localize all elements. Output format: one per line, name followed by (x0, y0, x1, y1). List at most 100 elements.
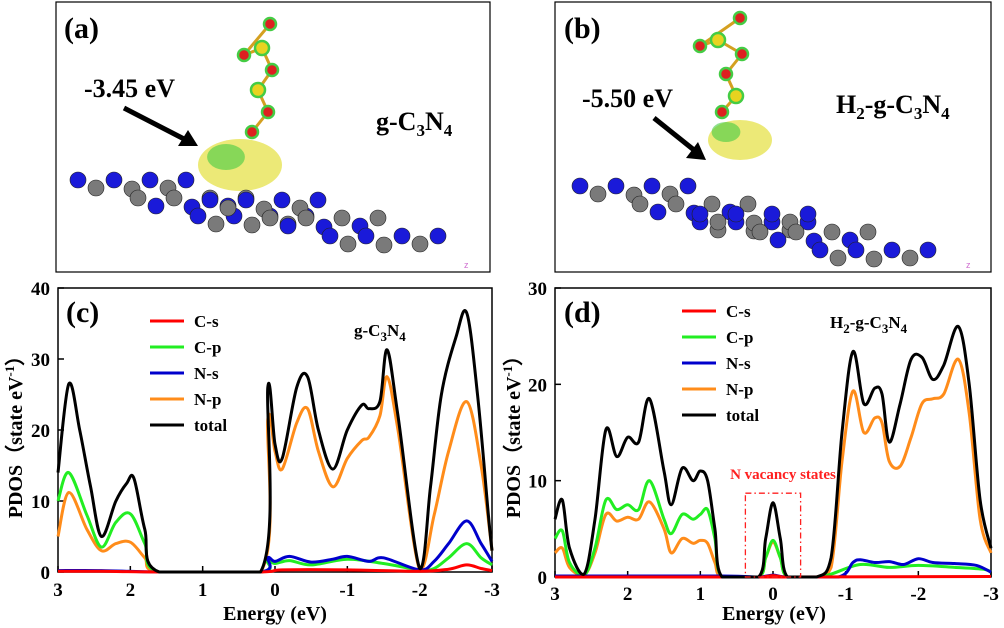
panel-b-formula: H2-g-C3N4 (836, 90, 950, 123)
nitrogen-atom (309, 191, 327, 209)
carbon-atom (339, 235, 357, 253)
carbon-atom (865, 250, 883, 268)
vacancy-box (744, 492, 802, 578)
x-tick-label: 1 (696, 584, 706, 605)
oxygen-atom (734, 46, 750, 62)
panel-a-arrow (122, 105, 198, 146)
nitrogen-atom (847, 241, 865, 259)
panel-b-label: (b) (564, 12, 601, 45)
nitrogen-atom (279, 217, 297, 235)
series-d (553, 324, 993, 579)
panel-c-label: (c) (66, 296, 99, 329)
panel-c-chart: (c) g-C3N4 Energy (eV) PDOS（state eV-1） … (2, 279, 500, 625)
carbon-atom (261, 209, 279, 227)
nitrogen-atom (571, 177, 589, 195)
y-tick-label: 40 (31, 279, 50, 300)
carbon-atom (411, 235, 429, 253)
carbon-atom (829, 249, 847, 267)
x-tick-label: -1 (339, 580, 355, 601)
isosurface-green (207, 144, 245, 170)
carbon-atom (219, 199, 237, 217)
legend-label: C-p (726, 328, 753, 347)
sulfur-atom (727, 87, 745, 105)
oxygen-atom (236, 47, 252, 63)
x-tick-label: 3 (550, 584, 560, 605)
carbon-atom (667, 195, 685, 213)
panel-b-arrow (652, 116, 706, 160)
legend-label: total (726, 406, 759, 425)
nitrogen-atom (177, 171, 195, 189)
oxygen-atom (260, 104, 276, 120)
carbon-atom (375, 236, 393, 254)
x-tick-label: -3 (484, 580, 500, 601)
carbon-atom (207, 215, 225, 233)
carbon-atom (243, 216, 261, 234)
x-tick-label: 3 (53, 580, 63, 601)
arrow-head (686, 142, 706, 160)
carbon-atom (129, 189, 147, 207)
carbon-atom (631, 195, 649, 213)
carbon-atom (823, 223, 841, 241)
x-tick-label: 1 (198, 580, 208, 601)
x-tick-label: 0 (270, 580, 280, 601)
series-line-c-s (57, 563, 493, 574)
legend-label: C-s (726, 302, 751, 321)
panel-a-formula: g-C3N4 (376, 107, 453, 140)
y-tick-label: 0 (41, 563, 51, 584)
panel-b-structure: (b) -5.50 eV H2-g-C3N4 z (554, 1, 992, 273)
y-axis-title: PDOS（state eV-1） (500, 346, 525, 518)
oxygen-atom (718, 66, 734, 82)
panel-b-molecule (571, 10, 937, 268)
oxygen-atom (264, 62, 280, 78)
carbon-atom (333, 209, 351, 227)
nitrogen-atom (643, 177, 661, 195)
vacancy-annotation: N vacancy states (730, 467, 836, 578)
panel-d-chart: (d) H2-g-C3N4 Energy (eV) PDOS（state eV-… (500, 279, 999, 625)
panel-a-molecule (69, 16, 447, 254)
oxygen-atom (714, 104, 730, 120)
nitrogen-atom (189, 207, 207, 225)
carbon-atom (297, 209, 315, 227)
carbon-atom (369, 209, 387, 227)
panel-a-energy-label: -3.45 eV (84, 74, 175, 103)
carbon-atom (787, 223, 805, 241)
nitrogen-atom (799, 205, 817, 223)
nitrogen-atom (679, 177, 697, 195)
x-tick-label: -1 (838, 584, 854, 605)
series-line-n-p (56, 375, 494, 574)
oxygen-atom (262, 16, 278, 32)
panel-a-label: (a) (64, 12, 99, 45)
nitrogen-atom (649, 203, 667, 221)
legend-label: N-s (726, 354, 751, 373)
y-tick-label: 10 (528, 472, 547, 493)
legend-label: N-p (194, 390, 221, 409)
carbon-atom (901, 249, 919, 267)
isosurface-green (711, 122, 741, 142)
nitrogen-atom (237, 191, 255, 209)
carbon-atom (739, 195, 757, 213)
carbon-atom (589, 185, 607, 203)
nitrogen-atom (727, 205, 745, 223)
sulfur-atom (253, 39, 271, 57)
nitrogen-atom (105, 171, 123, 189)
nitrogen-atom (273, 191, 291, 209)
x-tick-label: 0 (768, 584, 778, 605)
arrow-shaft (652, 116, 696, 152)
x-tick-label: -3 (983, 584, 999, 605)
nitrogen-atom (357, 227, 375, 245)
legend-label: N-p (726, 380, 753, 399)
nitrogen-atom (811, 241, 829, 259)
y-tick-label: 10 (31, 492, 50, 513)
chart-d-title: H2-g-C3N4 (830, 313, 908, 336)
nitrogen-atom (393, 227, 411, 245)
series-c (56, 309, 494, 574)
oxygen-atom (732, 10, 748, 26)
series-line-c-p (553, 479, 992, 579)
x-tick-label: 2 (623, 584, 633, 605)
carbon-atom (87, 179, 105, 197)
series-line-c-p (56, 471, 493, 574)
carbon-atom (703, 195, 721, 213)
